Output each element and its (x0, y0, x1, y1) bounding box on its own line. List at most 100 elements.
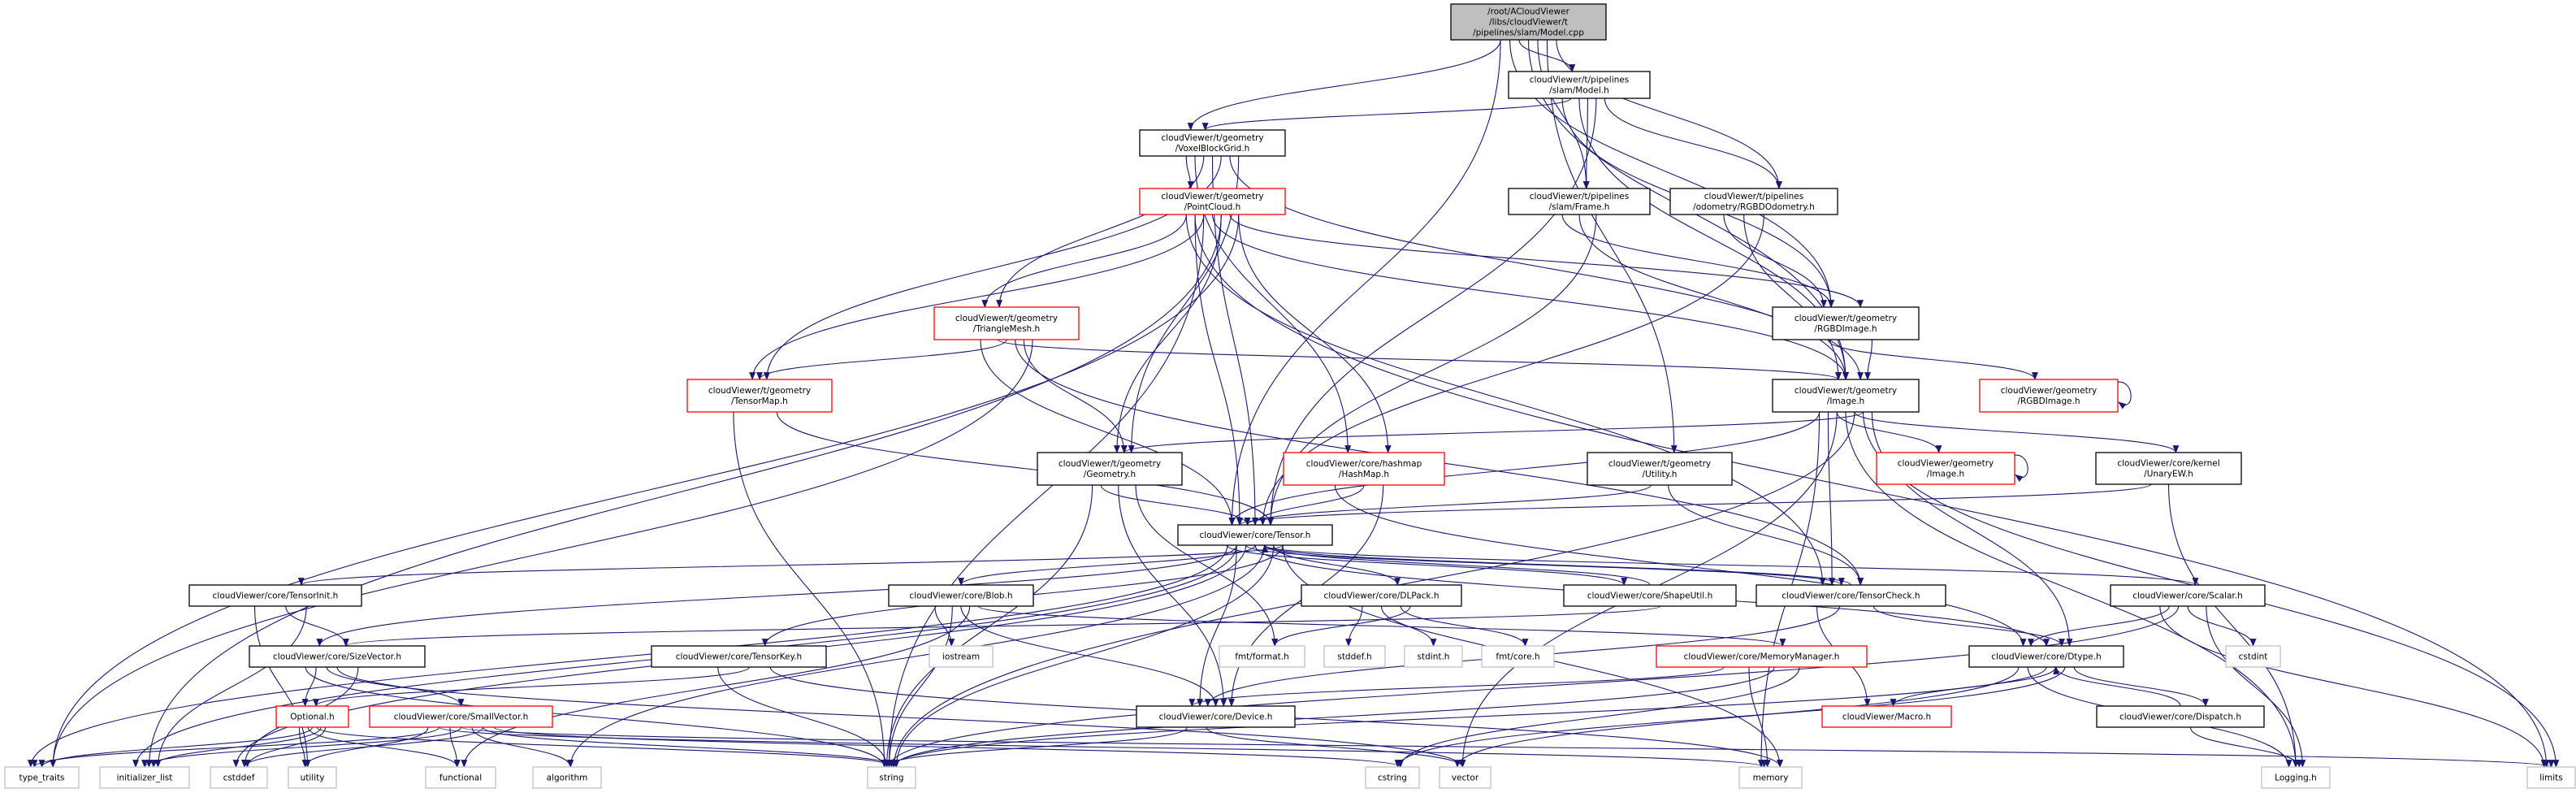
edge-smallvector-to-cstddef (241, 726, 484, 768)
node-scalar[interactable]: cloudViewer/core/Scalar.h (2110, 584, 2266, 607)
edge-shapeutil-to-tensor (1262, 544, 1651, 586)
node-t_image[interactable]: cloudViewer/t/geometry/Image.h (1772, 379, 1920, 413)
edge-geometry-to-fmtformat (1135, 484, 1279, 647)
node-tensor[interactable]: cloudViewer/core/Tensor.h (1177, 524, 1333, 546)
node-label: cloudViewer/core/Device.h (1159, 713, 1273, 722)
edge-tensor-to-string (893, 544, 1275, 768)
node-label: cstddef (223, 774, 255, 783)
node-label: cloudViewer/core/TensorInit.h (213, 592, 339, 601)
edge-t_image-to-geometry (1121, 411, 1864, 453)
node-g_rgbd[interactable]: cloudViewer/geometry/RGBDImage.h (1979, 379, 2119, 413)
node-tensorcheck[interactable]: cloudViewer/core/TensorCheck.h (1756, 584, 1946, 607)
node-label: /RGBDImage.h (1814, 324, 1877, 334)
edge-shapeutil-to-sizevector (343, 605, 1661, 647)
node-utility_h[interactable]: cloudViewer/t/geometry/Utility.h (1587, 452, 1733, 486)
node-voxel[interactable]: cloudViewer/t/geometry/VoxelBlockGrid.h (1139, 129, 1286, 157)
edge-smallvector-to-init_list (141, 726, 462, 768)
node-label: cstring (1378, 774, 1407, 783)
edge-pointcloud-to-string (885, 214, 1205, 768)
node-hashmap[interactable]: cloudViewer/core/hashmap/HashMap.h (1283, 452, 1445, 486)
node-tensorkey[interactable]: cloudViewer/core/TensorKey.h (651, 645, 827, 668)
edge-frame-to-t_rgbd (1561, 214, 1834, 308)
edge-blob-to-device (960, 605, 1219, 707)
edge-tensor-to-device (1197, 544, 1237, 707)
edge-device-to-vector (1206, 726, 1466, 768)
edge-smallvector-to-cstring (493, 726, 1404, 768)
node-blob[interactable]: cloudViewer/core/Blob.h (888, 584, 1034, 607)
edge-tensor-to-type_traits (27, 544, 1228, 768)
edge-t_image-to-g_image (1836, 411, 1942, 453)
node-label: stddef.h (1337, 652, 1371, 662)
node-box (1968, 645, 2124, 668)
edge-tensor-to-blob (958, 544, 1256, 586)
node-box (288, 766, 337, 789)
node-label: cloudViewer/core/DLPack.h (1323, 592, 1439, 601)
edge-pointcloud-to-hashmap (1238, 214, 1392, 453)
node-label: /RGBDImage.h (2017, 396, 2080, 406)
node-root[interactable]: /root/ACloudViewer/libs/cloudViewer/t/pi… (1450, 3, 1607, 41)
node-label: cloudViewer/t/geometry (1161, 192, 1263, 202)
edge-pointcloud-to-tensor (1194, 214, 1243, 526)
node-box (1587, 452, 1733, 486)
edge-pointcloud-to-type_traits (50, 214, 1240, 768)
edge-smallvector-to-memory (438, 726, 1768, 768)
node-label: cloudViewer/core/Blob.h (909, 592, 1012, 601)
node-pointcloud[interactable]: cloudViewer/t/geometry/PointCloud.h (1139, 188, 1286, 215)
node-macro[interactable]: cloudViewer/Macro.h (1821, 705, 1952, 728)
node-box (1037, 452, 1183, 486)
node-tensorinit[interactable]: cloudViewer/core/TensorInit.h (188, 584, 362, 607)
node-box (1669, 188, 1838, 215)
node-shapeutil[interactable]: cloudViewer/core/ShapeUtil.h (1563, 584, 1737, 607)
node-label: Logging.h (2275, 774, 2317, 783)
edge-dlpack-to-fmtcore (1400, 605, 1529, 647)
node-dispatch[interactable]: cloudViewer/core/Dispatch.h (2096, 705, 2265, 728)
node-g_image[interactable]: cloudViewer/geometry/Image.h (1876, 452, 2015, 485)
node-odometry[interactable]: cloudViewer/t/pipelines/odometry/RGBDOdo… (1669, 188, 1838, 215)
node-label: cloudViewer/t/geometry (1059, 459, 1161, 469)
edge-tensorinit-to-sizevector (285, 605, 349, 647)
node-dtype[interactable]: cloudViewer/core/Dtype.h (1968, 645, 2124, 668)
node-box (1508, 188, 1651, 215)
edge-tensormap-to-string (733, 411, 888, 768)
edge-dlpack-to-stddef (1345, 605, 1363, 647)
node-label: cstdint (2239, 652, 2268, 662)
node-box (1772, 306, 1920, 340)
edge-tensorkey-to-optional (313, 666, 750, 707)
node-smallvector[interactable]: cloudViewer/core/SmallVector.h (369, 705, 553, 728)
node-geometry[interactable]: cloudViewer/t/geometry/Geometry.h (1037, 452, 1183, 486)
node-box (1365, 766, 1420, 789)
node-box (1450, 3, 1607, 41)
edge-trimesh-to-tensormap (756, 339, 1007, 380)
edge-scalar-to-string (885, 605, 2180, 768)
node-iostream: iostream (929, 645, 994, 668)
edge-scalar-to-dtype (2028, 605, 2170, 647)
node-string: string (867, 766, 916, 789)
edge-model_h-to-frame (1582, 98, 1590, 189)
node-label: cloudViewer/core/kernel (2117, 459, 2219, 469)
node-sizevector[interactable]: cloudViewer/core/SizeVector.h (249, 645, 426, 668)
node-box (1772, 379, 1920, 413)
edge-root-to-utility_h (1546, 39, 1678, 453)
node-memmgr[interactable]: cloudViewer/core/MemoryManager.h (1656, 645, 1868, 668)
node-tensormap[interactable]: cloudViewer/t/geometry/TensorMap.h (686, 379, 833, 413)
node-unaryew[interactable]: cloudViewer/core/kernel/UnaryEW.h (2095, 452, 2242, 485)
node-model_h[interactable]: cloudViewer/t/pipelines/slam/Model.h (1508, 71, 1651, 99)
node-label: /Image.h (1827, 396, 1864, 406)
edge-tensor-to-sizevector (316, 544, 1237, 647)
node-box (1756, 584, 1946, 607)
edge-pointcloud-to-trimesh (981, 214, 1187, 308)
node-device[interactable]: cloudViewer/core/Device.h (1136, 705, 1296, 728)
node-optional[interactable]: Optional.h (275, 705, 349, 728)
node-frame[interactable]: cloudViewer/t/pipelines/slam/Frame.h (1508, 188, 1651, 215)
node-t_rgbd[interactable]: cloudViewer/t/geometry/RGBDImage.h (1772, 306, 1920, 340)
node-trimesh[interactable]: cloudViewer/t/geometry/TriangleMesh.h (933, 306, 1080, 340)
node-box (188, 584, 362, 607)
edge-unaryew-to-logging (2167, 483, 2299, 768)
node-dlpack[interactable]: cloudViewer/core/DLPack.h (1301, 584, 1462, 607)
edge-tensorcheck-to-tensor (1262, 544, 1852, 586)
edge-tensorcheck-to-dtype (1872, 605, 2065, 647)
edge-sizevector-to-optional (301, 666, 317, 707)
node-label: /UnaryEW.h (2144, 470, 2193, 479)
node-utility: utility (288, 766, 337, 789)
edge-trimesh-to-type_traits (50, 339, 1033, 768)
